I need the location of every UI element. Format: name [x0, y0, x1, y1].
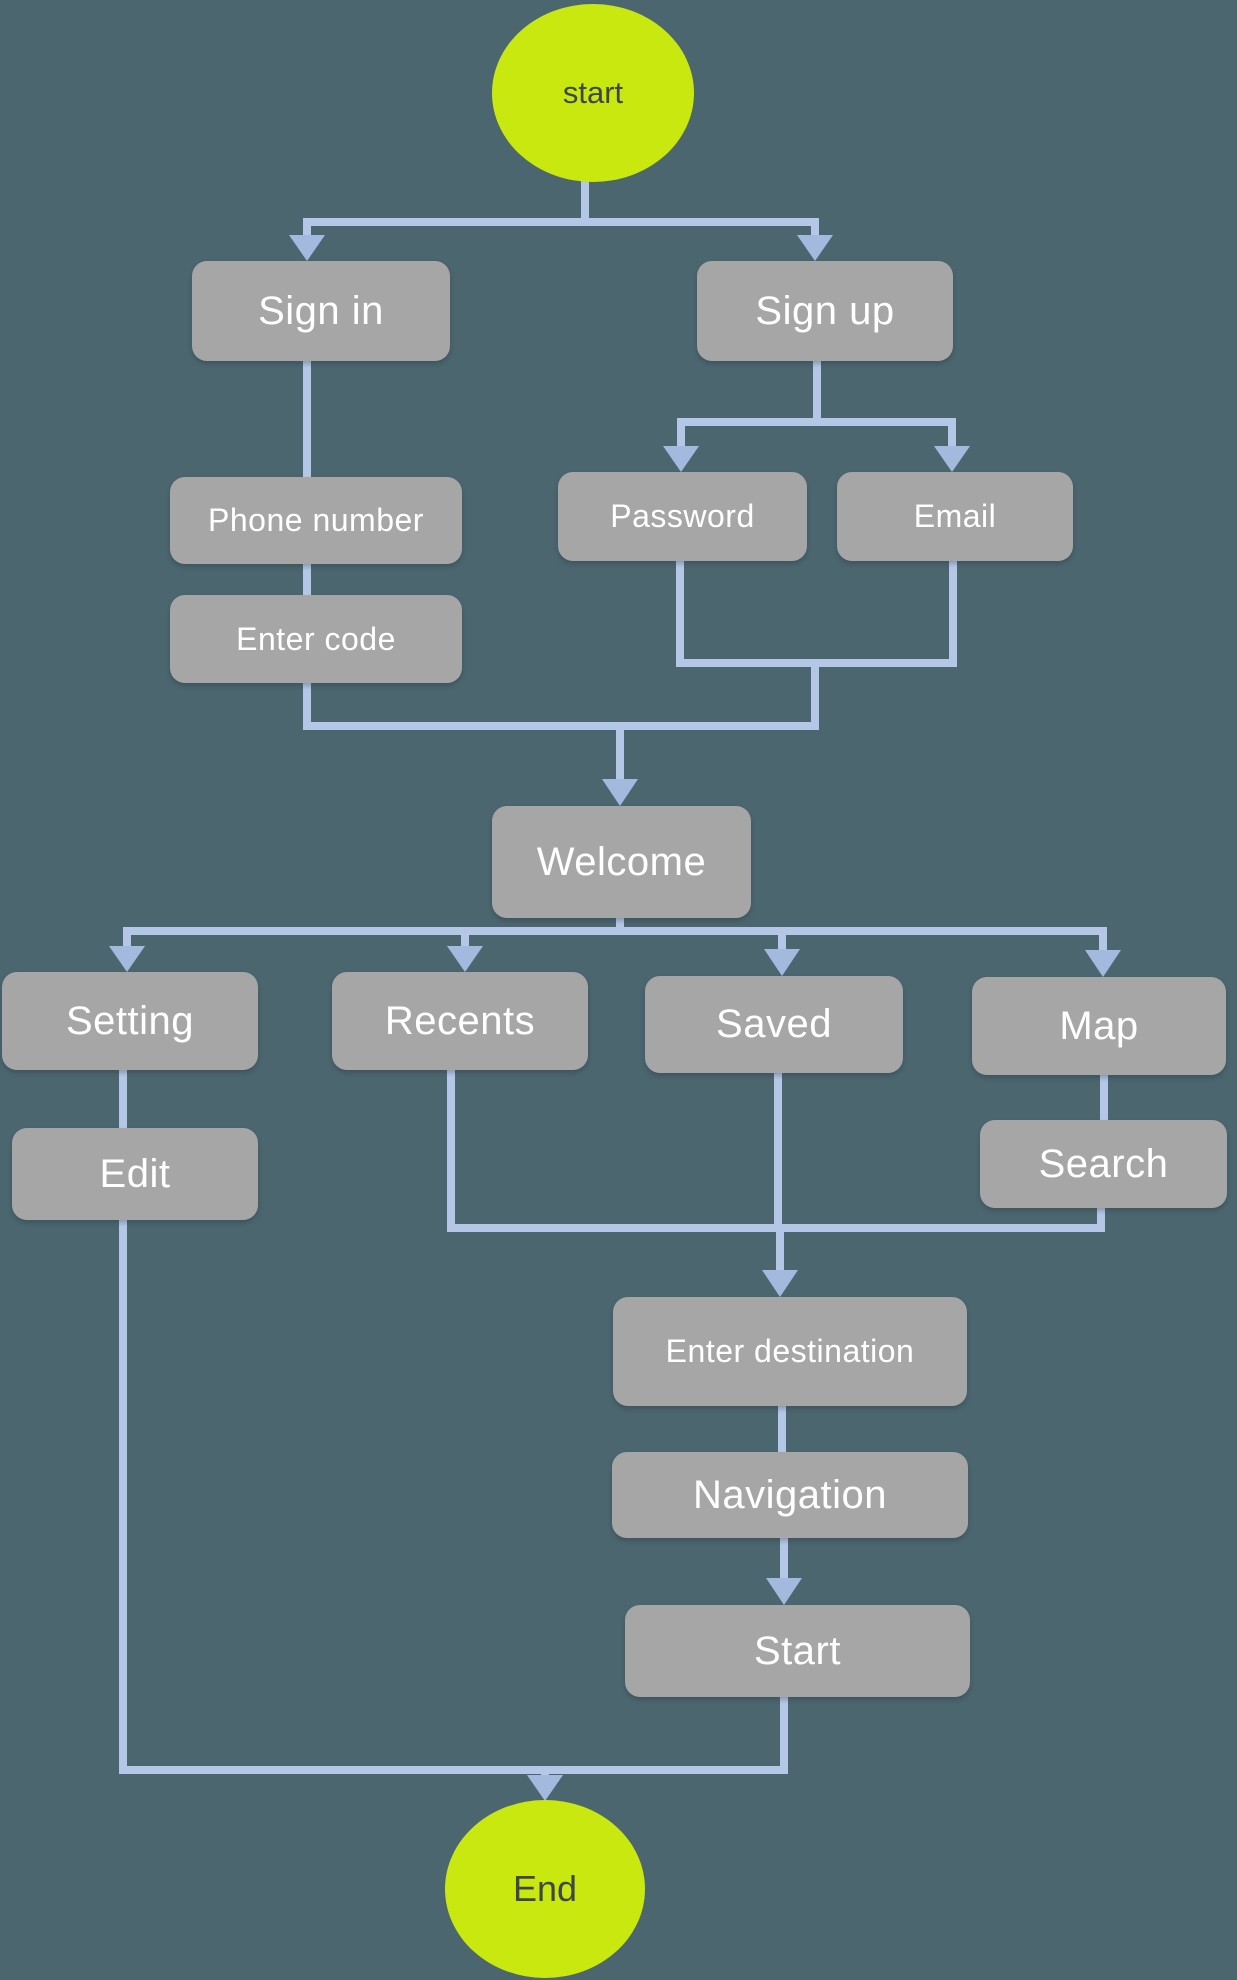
node-start-navigation-label: Start — [754, 1628, 841, 1673]
node-email: Email — [837, 472, 1073, 561]
node-welcome-label: Welcome — [536, 839, 707, 884]
node-end-terminator: End — [445, 1800, 645, 1978]
node-email-label: Email — [913, 498, 997, 534]
edge-email-merge — [815, 561, 957, 667]
node-start-navigation: Start — [625, 1605, 970, 1697]
node-enter-code: Enter code — [170, 595, 462, 683]
node-sign-up: Sign up — [697, 261, 953, 361]
arrowhead-map — [1085, 950, 1121, 977]
node-edit: Edit — [12, 1128, 258, 1220]
node-password: Password — [558, 472, 807, 561]
node-saved-label: Saved — [716, 1002, 832, 1046]
arrowhead-welcome — [602, 779, 638, 806]
node-sign-in: Sign in — [192, 261, 450, 361]
arrowhead-password — [663, 446, 699, 472]
node-enter-code-label: Enter code — [236, 620, 396, 657]
arrowhead-start — [766, 1578, 802, 1605]
node-start-label: start — [562, 75, 624, 110]
node-sign-in-label: Sign in — [258, 288, 384, 333]
node-map: Map — [972, 977, 1226, 1075]
node-sign-up-label: Sign up — [755, 288, 895, 333]
node-navigation-label: Navigation — [692, 1472, 887, 1517]
arrowhead-signin — [289, 235, 325, 261]
node-recents-label: Recents — [384, 998, 536, 1043]
arrowhead-saved — [764, 949, 800, 976]
node-start-terminator: start — [492, 4, 694, 182]
node-saved: Saved — [645, 976, 903, 1073]
node-recents: Recents — [332, 972, 588, 1070]
edge-password-merge — [676, 561, 815, 667]
node-phone-number-label: Phone number — [208, 502, 424, 538]
node-search: Search — [980, 1120, 1227, 1208]
node-map-label: Map — [1059, 1003, 1139, 1048]
node-welcome: Welcome — [492, 806, 751, 918]
node-setting-label: Setting — [65, 998, 195, 1043]
arrowhead-email — [934, 446, 970, 472]
node-end-label: End — [512, 1868, 578, 1909]
node-enter-destination: Enter destination — [613, 1297, 967, 1406]
node-setting: Setting — [2, 972, 258, 1070]
arrowhead-end — [527, 1775, 563, 1801]
node-navigation: Navigation — [612, 1452, 968, 1538]
arrowhead-recents — [447, 946, 483, 972]
node-edit-label: Edit — [99, 1151, 171, 1196]
arrowhead-enterdestination — [762, 1270, 798, 1297]
node-phone-number: Phone number — [170, 477, 462, 564]
arrowhead-signup — [797, 235, 833, 261]
arrowhead-setting — [109, 946, 145, 972]
node-password-label: Password — [610, 498, 755, 534]
node-enter-destination-label: Enter destination — [665, 1333, 915, 1369]
node-search-label: Search — [1038, 1141, 1169, 1186]
